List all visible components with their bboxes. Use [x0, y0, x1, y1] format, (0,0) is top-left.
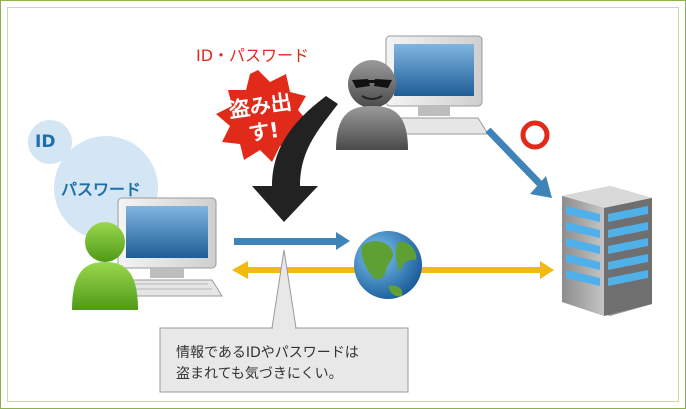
- user-computer-icon: [117, 197, 223, 297]
- callout-line-2: 盗まれても気づきにくい。: [176, 366, 343, 382]
- steal-arrow-icon: [252, 96, 338, 222]
- callout-text: 情報であるIDやパスワードは 盗まれても気づきにくい。: [176, 343, 406, 385]
- password-label: パスワード: [61, 180, 142, 199]
- user-icon: [72, 222, 138, 310]
- ok-circle-icon: [520, 120, 550, 150]
- id-bubble: [28, 120, 72, 164]
- attack-arrow-icon: [485, 127, 552, 198]
- callout-line-1: 情報であるIDやパスワードは: [176, 345, 359, 361]
- globe-icon: [354, 231, 422, 299]
- attacker-icon: [336, 60, 408, 150]
- id-label: ID: [35, 132, 56, 152]
- diagram-inner-border: [7, 7, 679, 402]
- callout-box: [159, 249, 409, 393]
- stolen-credentials-label: ID・パスワード: [196, 46, 310, 65]
- server-icon: [562, 186, 652, 316]
- send-arrow-icon: [234, 232, 350, 250]
- attacker-computer-icon: [385, 35, 489, 135]
